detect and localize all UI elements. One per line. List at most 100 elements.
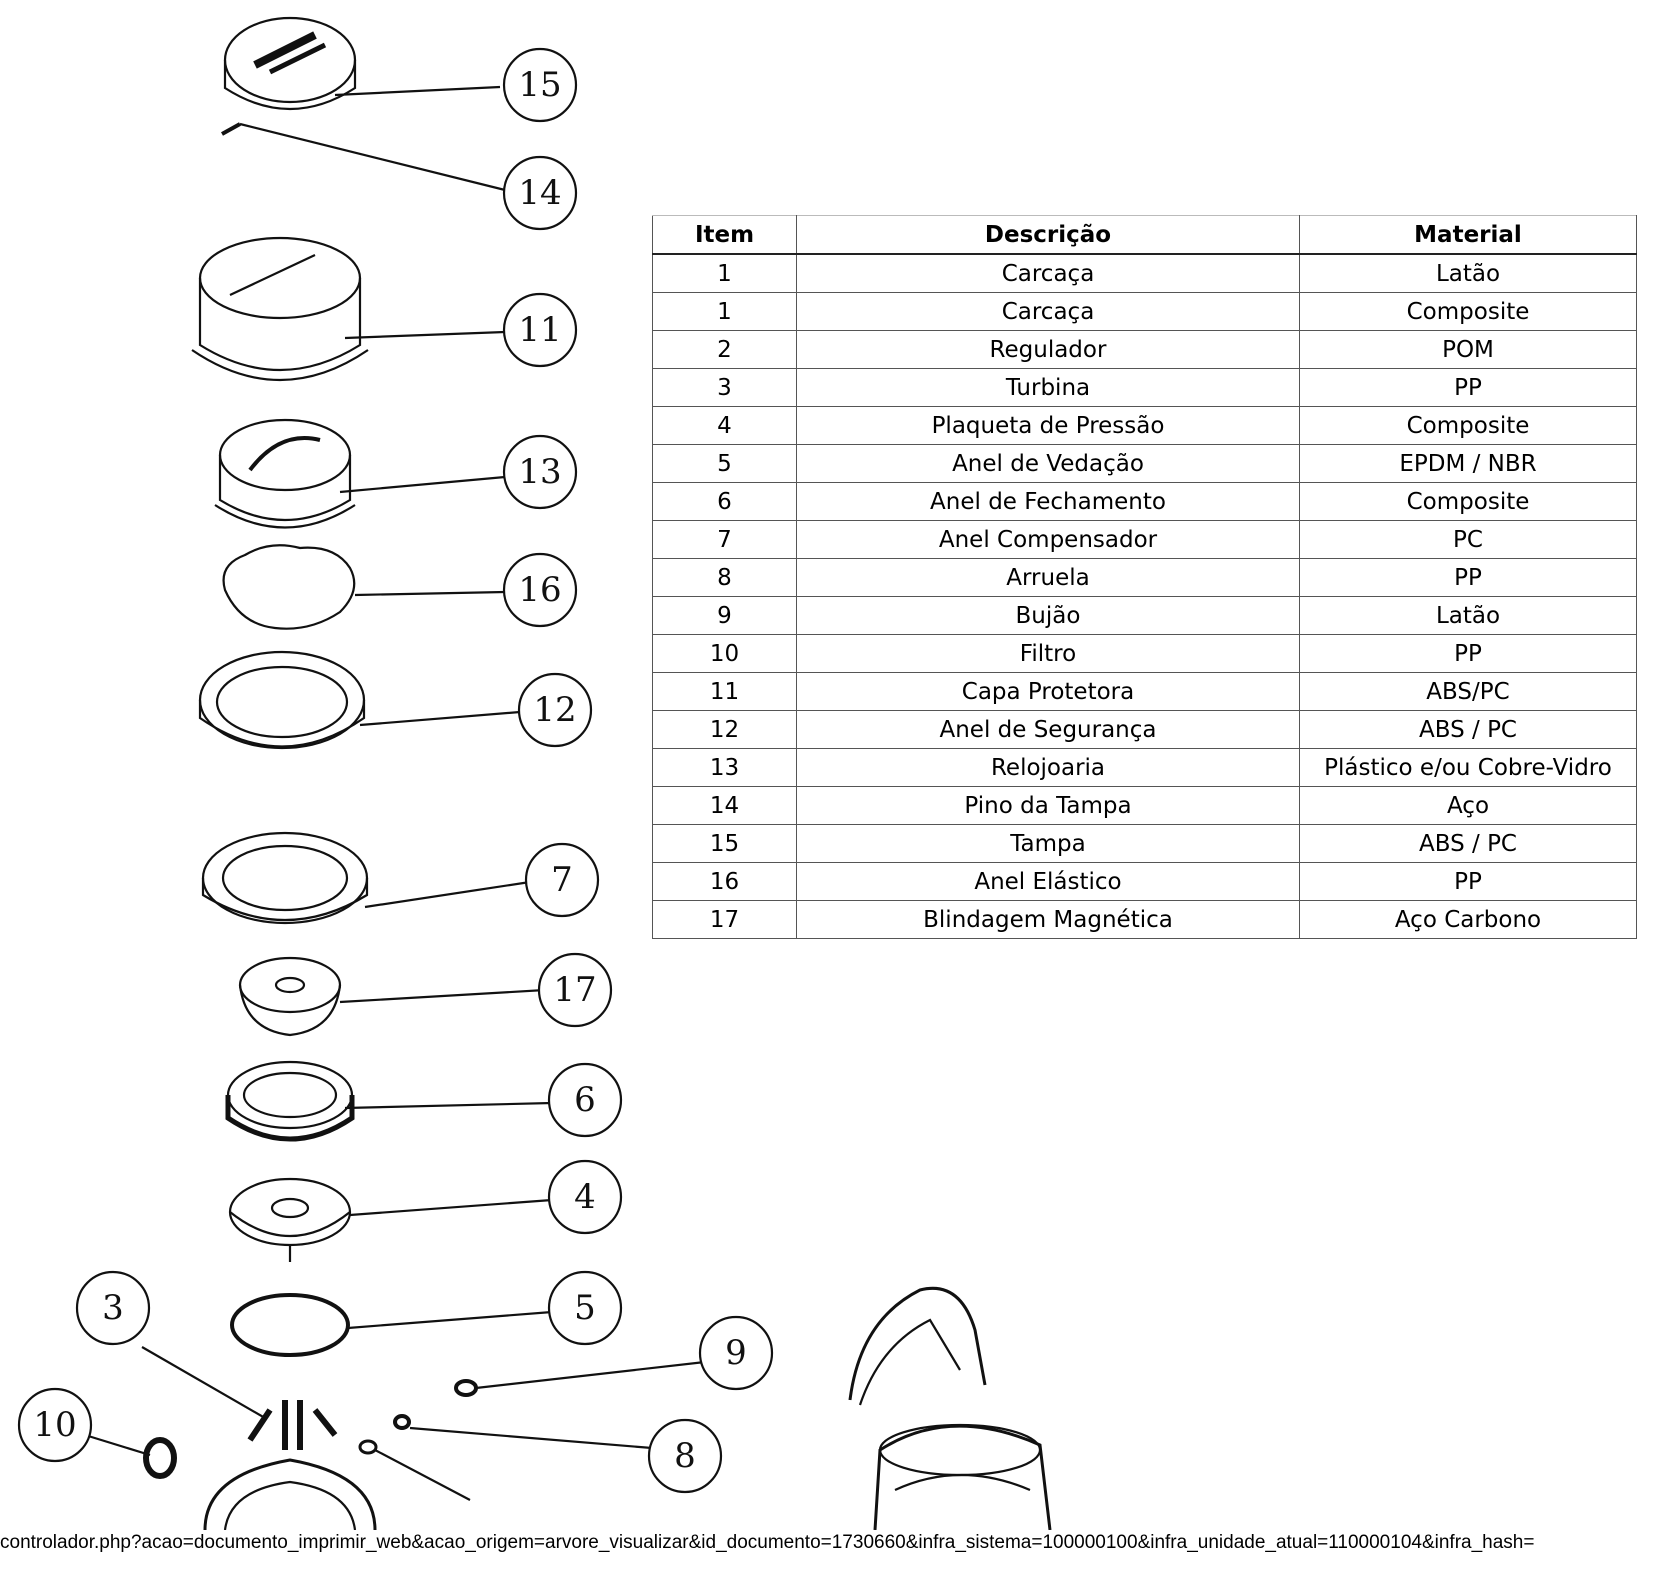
part-13-clockwork [214, 418, 356, 529]
cell-material: PC [1299, 520, 1637, 559]
cell-item: 13 [652, 748, 797, 787]
svg-text:11: 11 [518, 310, 561, 350]
part-6-closing-ring [225, 1060, 355, 1142]
cell-material: Composite [1299, 292, 1637, 331]
leader-4 [349, 1198, 553, 1217]
cell-item: 1 [652, 253, 797, 293]
cell-description: Anel de Vedação [796, 444, 1300, 483]
leader-11 [344, 330, 506, 340]
callout-12: 12 [517, 672, 593, 748]
cell-material: EPDM / NBR [1299, 444, 1637, 483]
leader-12 [359, 710, 521, 727]
exploded-view-diagram: 15 14 11 13 16 12 7 17 6 4 5 3 9 10 8 [17, 16, 1052, 1530]
leader-7 [364, 880, 531, 909]
part-12-security-ring [198, 650, 366, 750]
cell-description: Anel de Fechamento [796, 482, 1300, 521]
part-9-plug [454, 1379, 478, 1397]
part-11-protective-cap [191, 236, 369, 381]
callout-8: 8 [647, 1418, 723, 1494]
callout-17: 17 [537, 952, 613, 1028]
cell-material: ABS / PC [1299, 824, 1637, 863]
leader-14 [239, 122, 506, 192]
part-3-turbine [203, 1400, 377, 1530]
leader-6 [344, 1101, 553, 1110]
svg-text:8: 8 [674, 1436, 696, 1476]
cell-item: 10 [652, 634, 797, 673]
cell-material: Aço [1299, 786, 1637, 825]
leader-8 [409, 1426, 653, 1450]
svg-text:9: 9 [725, 1333, 747, 1373]
cell-item: 4 [652, 406, 797, 445]
cell-item: 17 [652, 900, 797, 939]
part-8-washer [393, 1414, 411, 1430]
callout-14: 14 [502, 155, 578, 231]
svg-text:13: 13 [518, 452, 561, 492]
cell-material: Aço Carbono [1299, 900, 1637, 939]
cell-description: Pino da Tampa [796, 786, 1300, 825]
svg-text:6: 6 [574, 1080, 596, 1120]
leader-17 [339, 988, 546, 1004]
header-item: Item [652, 215, 797, 255]
cell-item: 12 [652, 710, 797, 749]
part-15-cover [223, 16, 357, 110]
cell-material: Composite [1299, 482, 1637, 521]
leader-16 [354, 590, 506, 597]
cell-description: Blindagem Magnética [796, 900, 1300, 939]
cell-material: Plástico e/ou Cobre-Vidro [1299, 748, 1637, 787]
header-description: Descrição [796, 215, 1300, 255]
cell-description: Filtro [796, 634, 1300, 673]
leader-10 [84, 1433, 151, 1457]
part-4-pressure-plate [228, 1177, 352, 1262]
cell-material: PP [1299, 862, 1637, 901]
leader-9 [475, 1360, 706, 1390]
cell-item: 1 [652, 292, 797, 331]
cell-item: 7 [652, 520, 797, 559]
print-footer-url: controlador.php?acao=documento_imprimir_… [0, 1532, 1535, 1553]
cell-material: PP [1299, 634, 1637, 673]
cell-item: 11 [652, 672, 797, 711]
cell-item: 14 [652, 786, 797, 825]
callout-13: 13 [502, 434, 578, 510]
leader-15 [334, 85, 501, 97]
leader-3 [141, 1346, 266, 1419]
callout-4: 4 [547, 1159, 623, 1235]
cell-material: Latão [1299, 253, 1637, 293]
svg-text:12: 12 [533, 690, 576, 730]
svg-text:7: 7 [551, 860, 573, 900]
callout-9: 9 [698, 1315, 774, 1391]
callout-11: 11 [502, 292, 578, 368]
svg-text:4: 4 [574, 1177, 596, 1217]
cell-material: Composite [1299, 406, 1637, 445]
cell-description: Carcaça [796, 292, 1300, 331]
cell-material: PP [1299, 558, 1637, 597]
part-16-elastic-ring [222, 544, 356, 630]
svg-text:15: 15 [518, 65, 561, 105]
cell-material: PP [1299, 368, 1637, 407]
cell-description: Turbina [796, 368, 1300, 407]
cell-description: Anel de Segurança [796, 710, 1300, 749]
assembled-meter-view [848, 1286, 1052, 1530]
callout-10: 10 [17, 1387, 93, 1463]
svg-text:3: 3 [102, 1288, 124, 1328]
svg-text:14: 14 [518, 173, 561, 213]
cell-item: 16 [652, 862, 797, 901]
cell-item: 9 [652, 596, 797, 635]
leader-5 [347, 1310, 553, 1330]
cell-material: ABS/PC [1299, 672, 1637, 711]
part-17-magnetic-shield [238, 956, 342, 1037]
cell-description: Carcaça [796, 253, 1300, 293]
